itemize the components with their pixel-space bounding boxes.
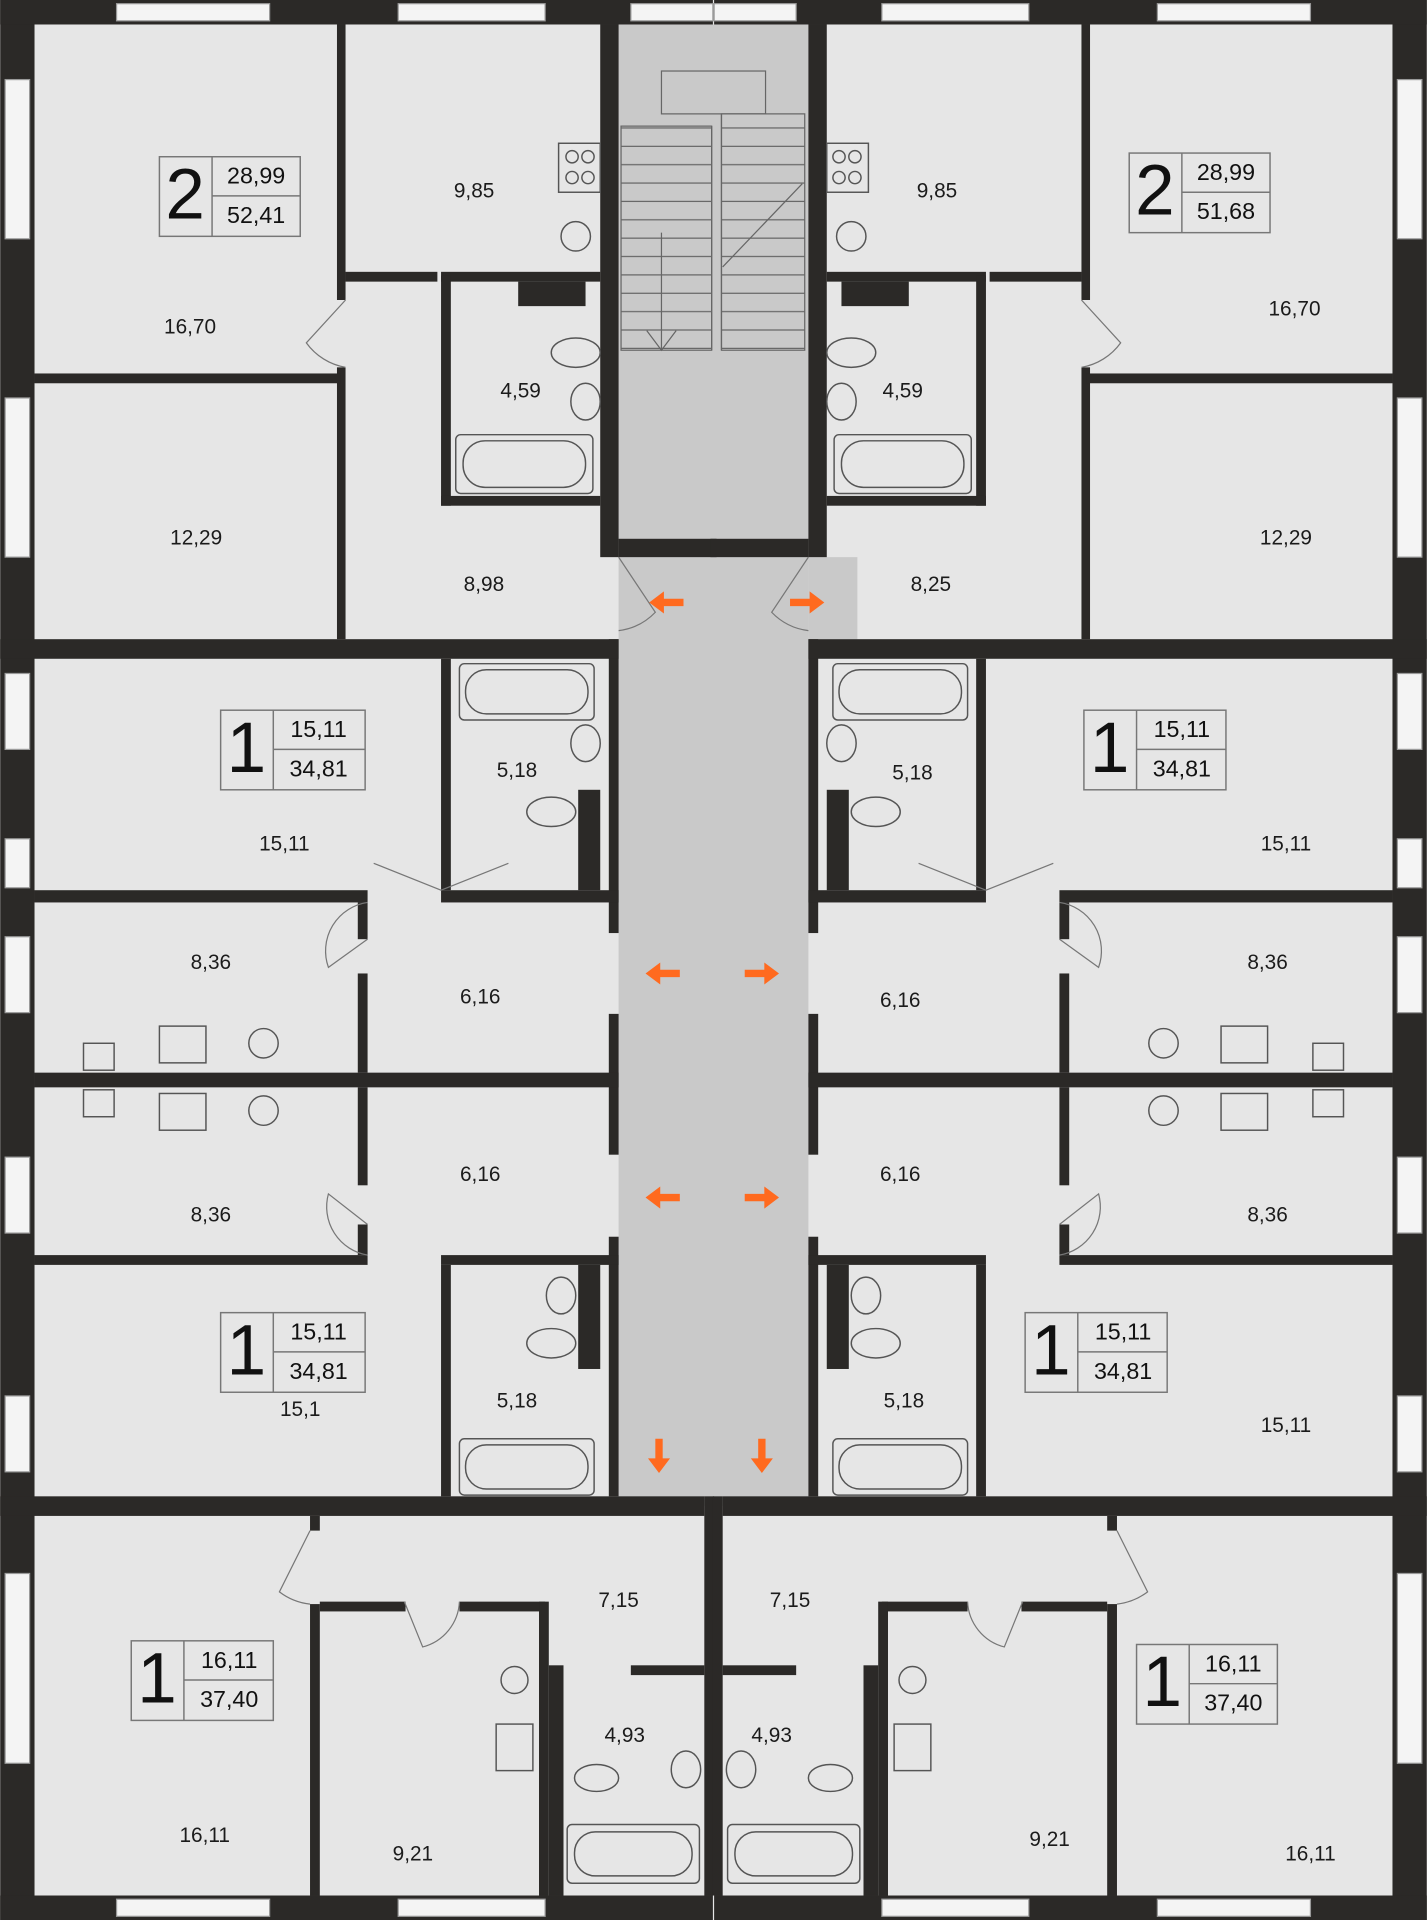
- apartment-badge: 1 15,11 34,81: [219, 1311, 366, 1393]
- total-area: 51,68: [1197, 198, 1255, 224]
- room-area: 8,36: [1247, 951, 1287, 974]
- room-area: 8,36: [191, 1203, 231, 1226]
- apartment-badge: 1 16,11 37,40: [130, 1639, 275, 1722]
- living-area: 16,11: [1205, 1650, 1261, 1676]
- room-area: 6,16: [880, 1163, 920, 1186]
- room-count: 2: [165, 155, 204, 234]
- arrow-down-icon: [750, 1438, 773, 1474]
- room-area: 16,70: [1268, 297, 1320, 320]
- total-area: 34,81: [290, 1358, 348, 1384]
- room-area: 12,29: [1260, 526, 1312, 549]
- apartment-badge: 1 15,11 34,81: [1024, 1311, 1168, 1393]
- arrow-right-icon: [744, 1186, 780, 1209]
- room-area: 9,85: [917, 180, 957, 203]
- room-area: 15,11: [1261, 832, 1312, 855]
- living-area: 28,99: [1197, 159, 1255, 185]
- total-area: 34,81: [1094, 1358, 1152, 1384]
- arrow-down-icon: [647, 1438, 671, 1474]
- living-area: 28,99: [227, 163, 285, 189]
- room-area: 15,11: [259, 832, 310, 855]
- room-count: 1: [1090, 709, 1130, 788]
- room-area: 5,18: [884, 1390, 924, 1413]
- arrow-left-icon: [645, 962, 680, 985]
- total-area: 37,40: [200, 1686, 258, 1712]
- room-area: 6,16: [880, 989, 920, 1012]
- room-count: 2: [1135, 152, 1175, 231]
- room-area: 9,21: [1029, 1828, 1069, 1851]
- room-area: 5,18: [892, 761, 932, 784]
- room-area: 4,93: [751, 1724, 791, 1747]
- room-area: 7,15: [598, 1589, 638, 1612]
- arrow-left-icon: [645, 1186, 680, 1209]
- room-area: 8,25: [911, 573, 951, 596]
- room-area: 8,36: [1247, 1203, 1287, 1226]
- apartment-badge: 2 28,99 52,41: [158, 155, 301, 238]
- arrow-left-icon: [649, 591, 684, 614]
- room-area: 4,93: [604, 1724, 644, 1747]
- room-area: 5,18: [497, 1390, 537, 1413]
- room-area: 12,29: [170, 526, 222, 549]
- room-area: 16,11: [179, 1824, 230, 1847]
- room-area: 8,98: [464, 573, 504, 596]
- staircase: [620, 70, 806, 352]
- room-area: 4,59: [500, 379, 540, 402]
- room-count: 1: [1143, 1643, 1183, 1722]
- room-area: 16,70: [164, 316, 216, 339]
- living-area: 15,11: [1095, 1319, 1151, 1345]
- room-area: 15,11: [1261, 1414, 1312, 1437]
- room-area: 5,18: [497, 759, 537, 782]
- room-area: 8,36: [191, 951, 231, 974]
- common-corridor: [618, 538, 809, 1507]
- room-count: 1: [1031, 1311, 1071, 1390]
- room-count: 1: [137, 1639, 177, 1718]
- room-area: 16,11: [1285, 1843, 1336, 1866]
- room-area: 9,21: [393, 1843, 433, 1866]
- room-area: 6,16: [460, 985, 500, 1008]
- arrow-right-icon: [790, 591, 825, 614]
- room-area: 15,1: [280, 1398, 320, 1421]
- room-area: 4,59: [882, 379, 922, 402]
- apartment-badge: 1 15,11 34,81: [1083, 709, 1227, 791]
- total-area: 37,40: [1204, 1690, 1262, 1716]
- arrow-right-icon: [744, 962, 780, 985]
- living-area: 16,11: [201, 1647, 257, 1673]
- room-count: 1: [227, 709, 267, 788]
- apartment-badge: 1 16,11 37,40: [1135, 1643, 1279, 1725]
- room-area: 9,85: [454, 180, 494, 203]
- living-area: 15,11: [1154, 716, 1210, 742]
- evacuation-arrows: [645, 591, 825, 1474]
- living-area: 15,11: [290, 716, 346, 742]
- living-area: 15,11: [290, 1319, 346, 1345]
- room-area: 7,15: [770, 1589, 810, 1612]
- walls-left-half: [0, 0, 717, 1920]
- room-area-labels: 16,70 12,29 9,85 4,59 8,98 16,70 12,29 9…: [164, 180, 1336, 1866]
- total-area: 34,81: [290, 755, 348, 781]
- apartment-badge: 1 15,11 34,81: [219, 709, 366, 791]
- room-area: 6,16: [460, 1163, 500, 1186]
- total-area: 34,81: [1153, 755, 1211, 781]
- total-area: 52,41: [227, 202, 285, 228]
- apartment-badge: 2 28,99 51,68: [1128, 152, 1271, 234]
- room-count: 1: [227, 1311, 267, 1390]
